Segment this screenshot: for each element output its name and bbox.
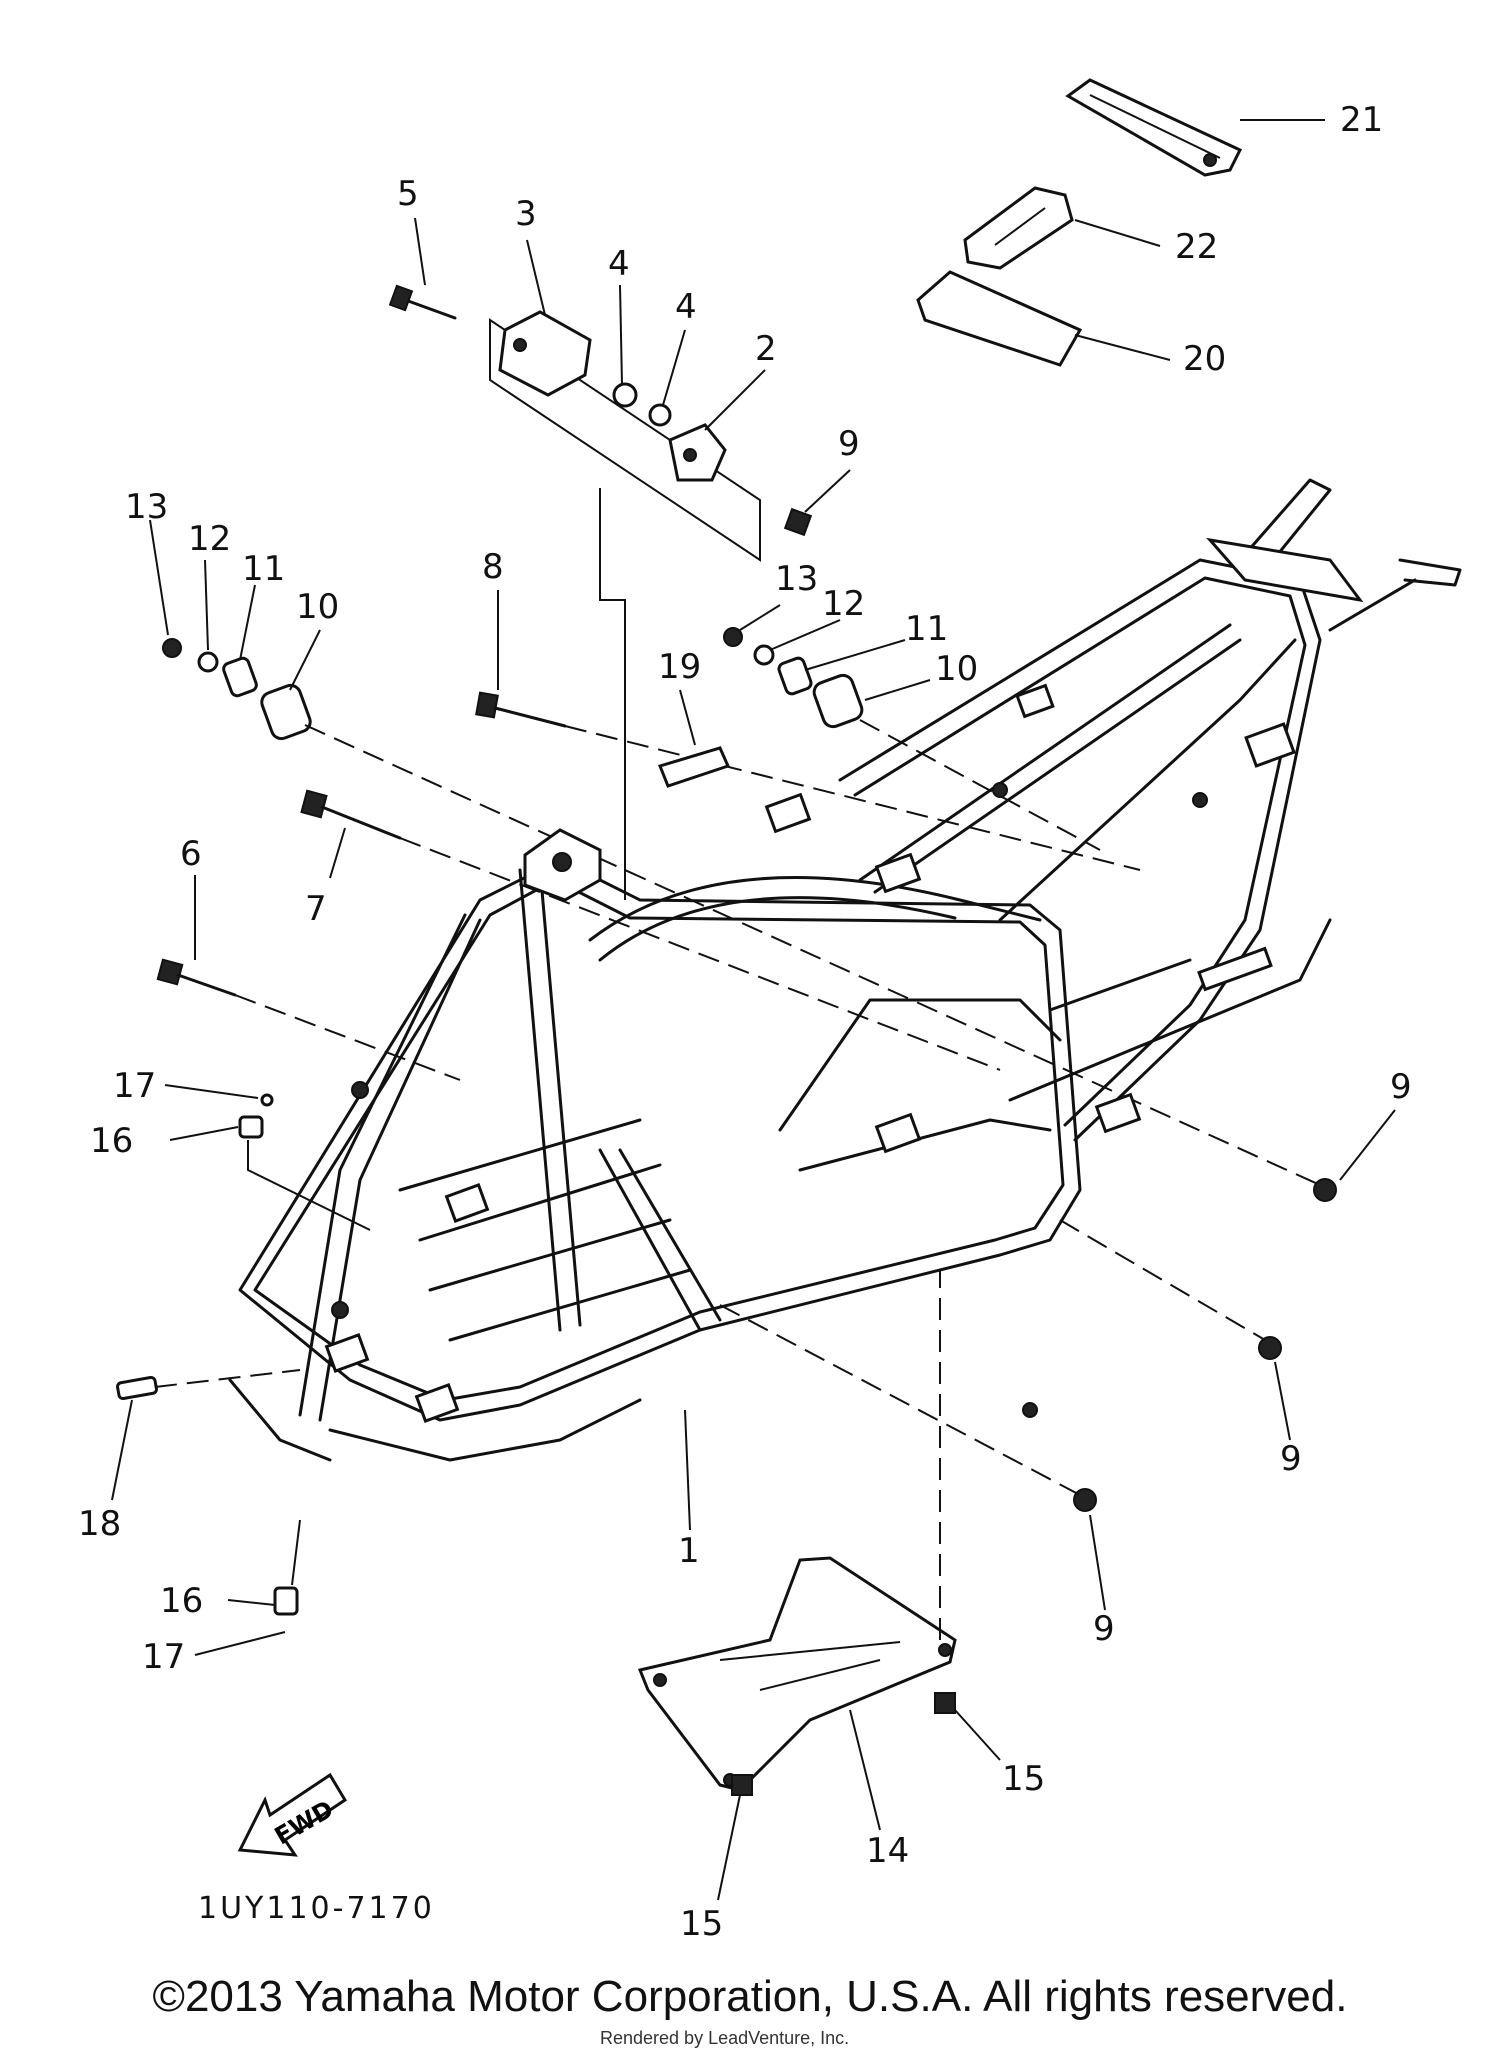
callout-11a: 11 — [242, 549, 285, 589]
right-mount-group — [723, 604, 1101, 851]
left-mount-group — [149, 519, 1321, 1186]
skid-plate-14 — [637, 1270, 957, 1831]
callout-13b: 13 — [775, 559, 818, 599]
leader-part-1 — [684, 1409, 691, 1531]
drawing-code: 1UY110-7170 — [198, 1891, 435, 1926]
part-22-plate — [963, 186, 1161, 270]
fwd-arrow-icon: FWD — [237, 1772, 348, 1857]
callout-2: 2 — [755, 329, 777, 369]
callout-10b: 10 — [935, 649, 978, 689]
callout-17b: 17 — [142, 1637, 185, 1677]
main-frame-part-1 — [228, 478, 1462, 1462]
callout-21: 21 — [1340, 100, 1383, 140]
callout-9c: 9 — [1280, 1439, 1302, 1479]
callout-15b: 15 — [680, 1904, 723, 1944]
nuts-9 — [719, 1109, 1396, 1611]
bolt-6 — [156, 875, 461, 1081]
callout-9b: 9 — [1390, 1067, 1412, 1107]
callout-16b: 16 — [160, 1581, 203, 1621]
callout-12b: 12 — [822, 584, 865, 624]
callout-20: 20 — [1183, 339, 1226, 379]
callout-3: 3 — [515, 194, 537, 234]
callout-4a: 4 — [608, 244, 630, 284]
bolt-7 — [300, 789, 1001, 1071]
callout-19: 19 — [658, 647, 701, 687]
part-18 — [111, 1369, 301, 1501]
engine-mount-group — [388, 217, 851, 900]
frame-diagram-svg: FWD 21 22 20 5 3 4 4 2 9 13 12 11 10 8 1… — [78, 78, 1462, 1944]
bolts-15 — [717, 1692, 1001, 1901]
callout-5: 5 — [397, 174, 419, 214]
callout-9d: 9 — [1093, 1609, 1115, 1649]
cap-16-17-upper — [164, 1084, 371, 1231]
callout-22: 22 — [1175, 227, 1218, 267]
callout-labels: 21 22 20 5 3 4 4 2 9 13 12 11 10 8 13 12… — [78, 100, 1412, 1944]
bolt-8 — [475, 590, 1141, 871]
callout-16a: 16 — [90, 1121, 133, 1161]
rendered-by-text: Rendered by LeadVenture, Inc. — [600, 2028, 850, 2048]
callout-14: 14 — [866, 1831, 909, 1871]
callout-11b: 11 — [905, 609, 948, 649]
callout-18: 18 — [78, 1504, 121, 1544]
callout-13a: 13 — [125, 487, 168, 527]
callout-7: 7 — [305, 889, 327, 929]
callout-6: 6 — [180, 834, 202, 874]
callout-8: 8 — [482, 547, 504, 587]
part-21-bracket — [1065, 78, 1325, 177]
callout-10a: 10 — [296, 587, 339, 627]
part-20-pad — [916, 270, 1171, 367]
callout-1: 1 — [678, 1531, 700, 1571]
callout-17a: 17 — [113, 1066, 156, 1106]
cap-16-17-lower — [194, 1519, 301, 1656]
sticker-19 — [657, 689, 731, 788]
copyright-text: ©2013 Yamaha Motor Corporation, U.S.A. A… — [152, 1972, 1348, 2021]
callout-15a: 15 — [1002, 1759, 1045, 1799]
callout-9a: 9 — [838, 424, 860, 464]
callout-4b: 4 — [675, 287, 697, 327]
callout-12a: 12 — [188, 519, 231, 559]
